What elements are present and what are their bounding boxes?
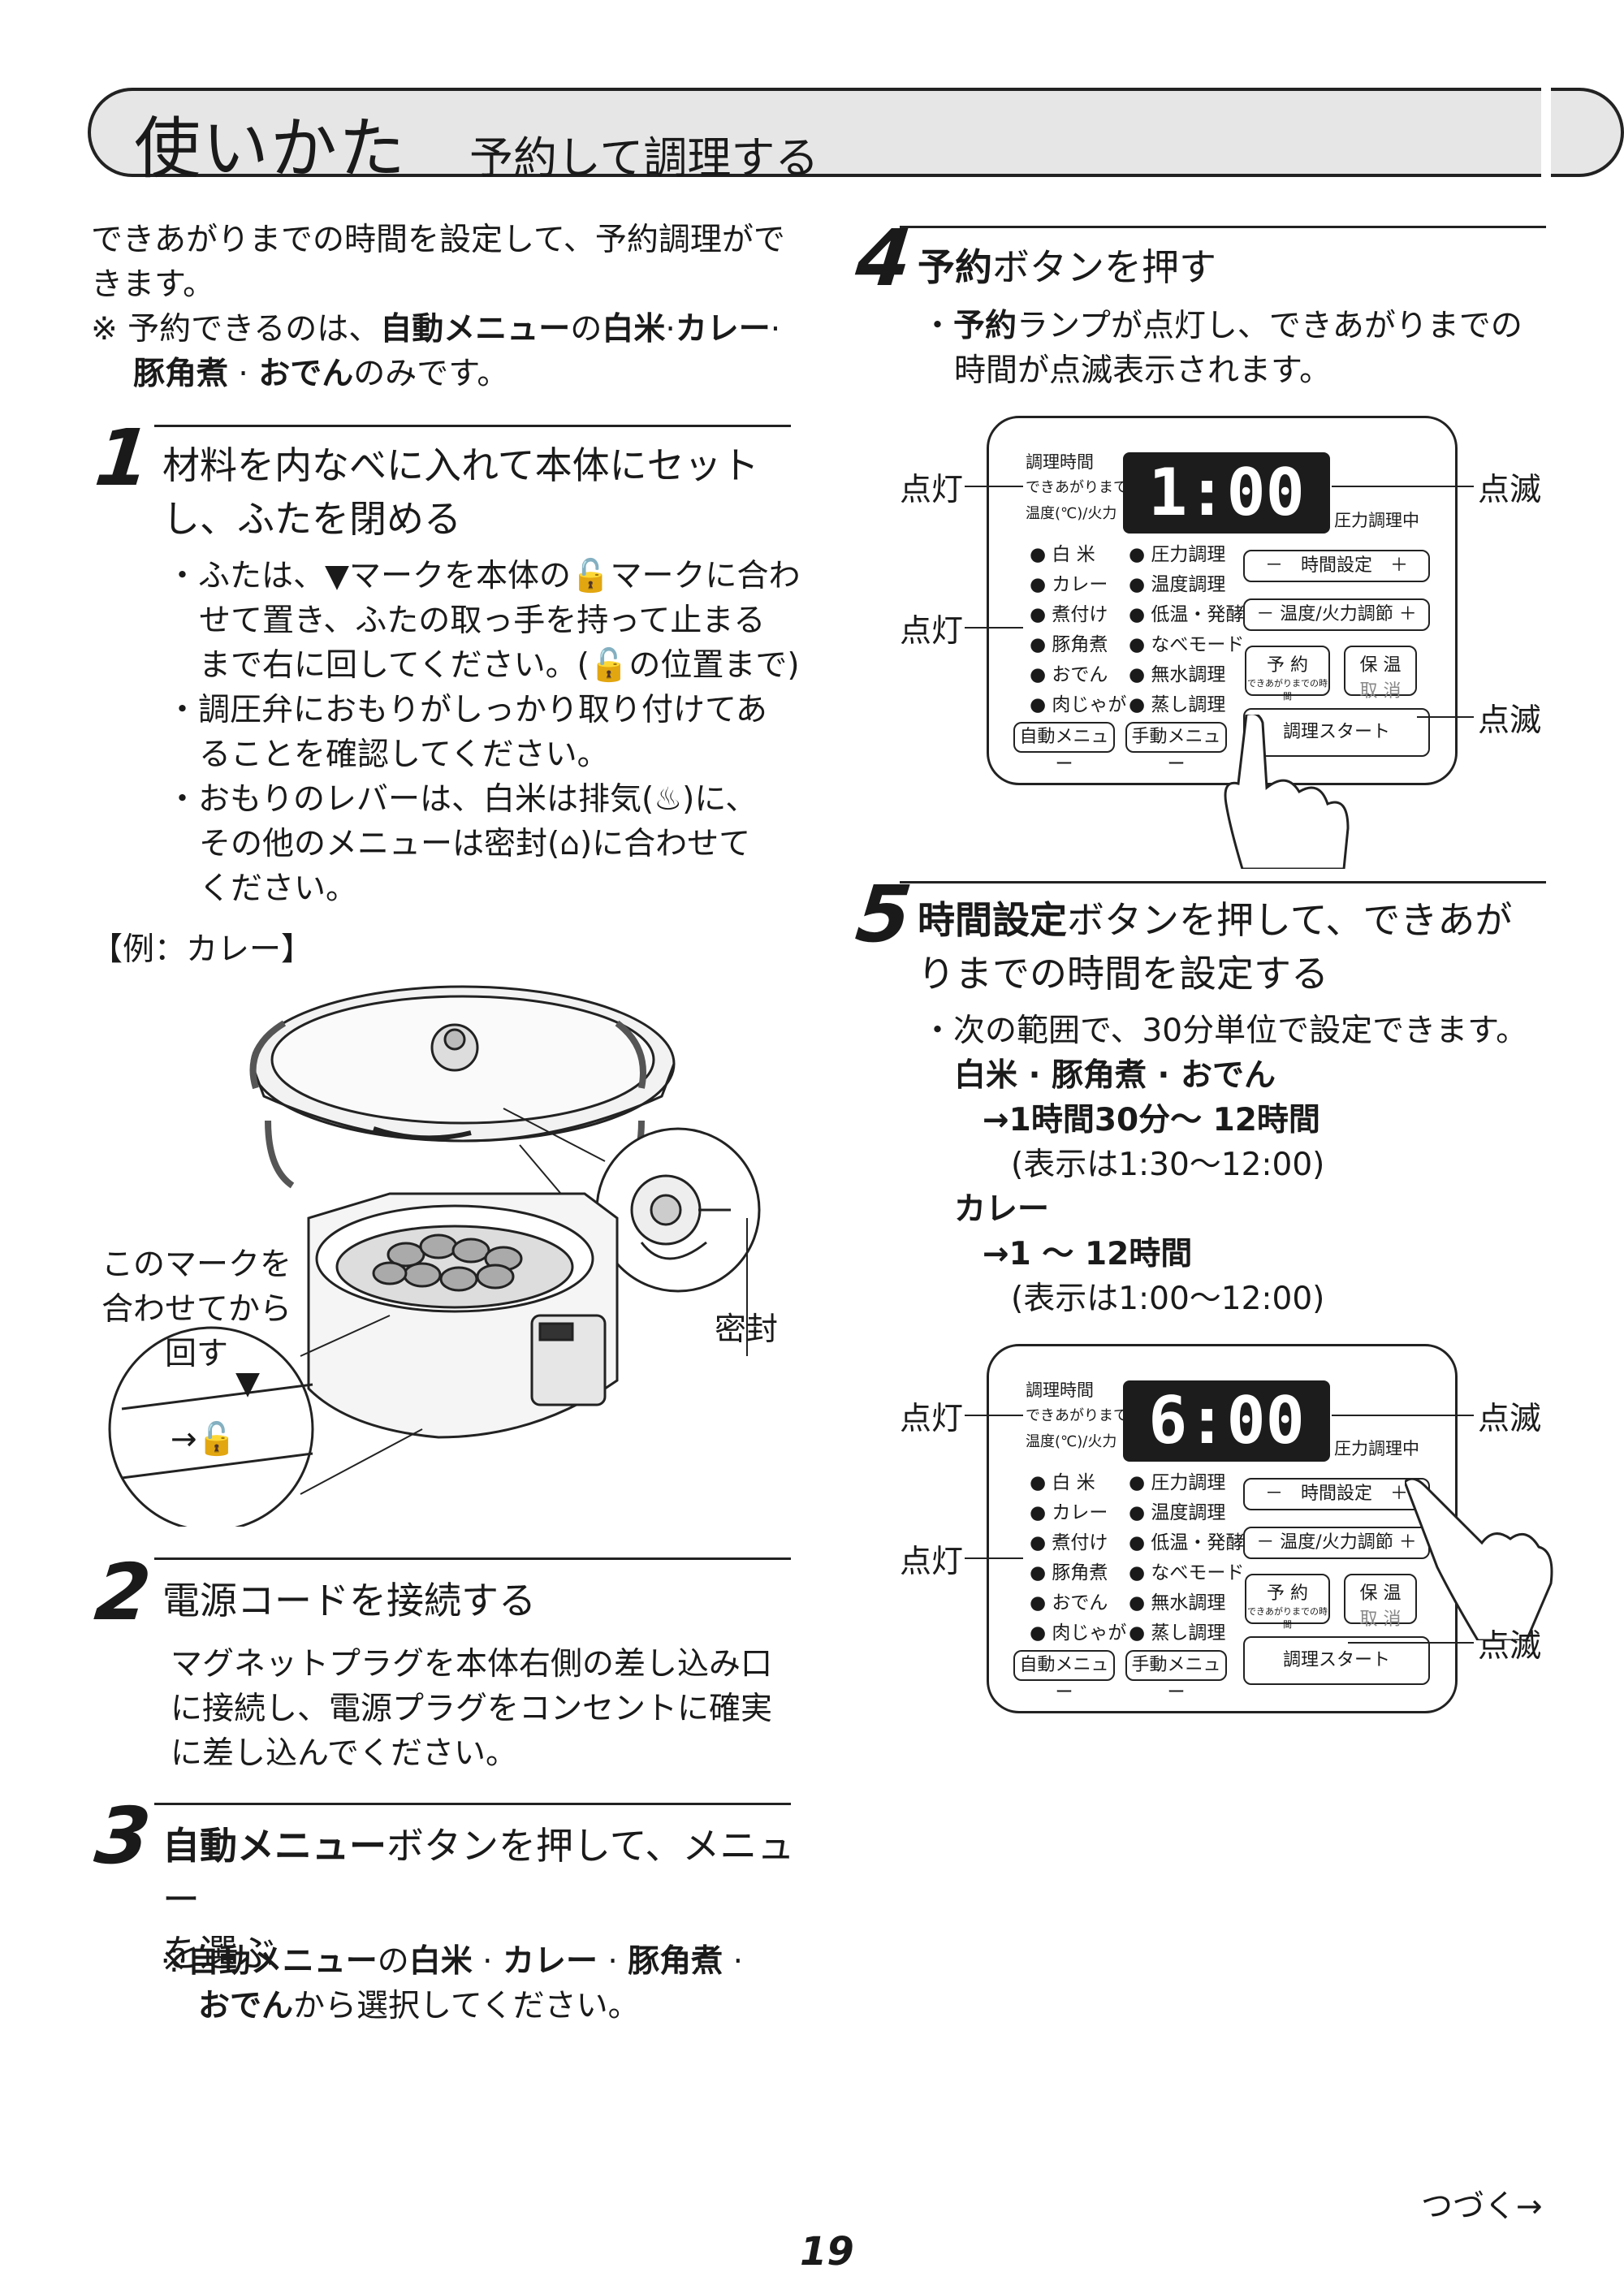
control-panel-reserve: 調理時間 できあがりまで 温度(℃)/火力 1:00 圧力調理中 ● 白 米● …: [987, 416, 1458, 785]
callout-line: [1348, 1642, 1474, 1644]
manual-menu-button[interactable]: 手動メニュー: [1125, 1650, 1227, 1703]
lit-callout-1: 点灯: [900, 1401, 964, 1437]
step1-bullets: ・ふたは、▼マークを本体の🔓マークに合わ せて置き、ふたの取っ手を持って止まる …: [166, 558, 801, 907]
step5-number: 5: [852, 869, 916, 960]
mark-callout: このマークを合わせてから回す: [101, 1246, 292, 1372]
start-button[interactable]: 調理スタート: [1243, 1636, 1430, 1685]
reserve-button[interactable]: 予 約できあがりまでの時間: [1245, 1574, 1330, 1630]
auto-menu-list: ● 白 米● カレー● 煮付け ● 豚角煮● おでん● 肉じゃが: [1030, 1472, 1127, 1644]
lit-callout-2: 点灯: [900, 1544, 964, 1580]
step4-number: 4: [852, 213, 916, 304]
lit-callout-2: 点灯: [900, 613, 964, 650]
manual-menu-list: ● 圧力調理● 温度調理● 低温・発酵 ● なべモード● 無水調理● 蒸し調理: [1129, 1472, 1245, 1644]
step5-title: 時間設定ボタンを押して、できあが りまでの時間を設定する: [918, 898, 1513, 996]
callout-line: [965, 486, 1023, 487]
callout-line: [1417, 716, 1474, 718]
temp-adjust-button[interactable]: － 温度/火力調節 ＋: [1243, 1527, 1430, 1559]
page-header-bar: [88, 88, 1541, 177]
indicator-until-done: できあがりまで: [1026, 479, 1128, 496]
step1-number: 1: [91, 413, 155, 503]
indicator-cook-time: 調理時間: [1026, 452, 1094, 472]
control-panel-time-setting: 調理時間 できあがりまで 温度(℃)/火力 6:00 圧力調理中 ● 白 米● …: [987, 1344, 1458, 1713]
step4-rule: [900, 226, 1546, 228]
indicator-temp: 温度(℃)/火力: [1026, 505, 1117, 522]
step2-title: 電源コードを接続する: [162, 1579, 536, 1622]
temp-adjust-button[interactable]: － 温度/火力調節 ＋: [1243, 598, 1430, 631]
step2-rule: [154, 1557, 791, 1560]
time-setting-button[interactable]: － 時間設定 ＋: [1243, 550, 1430, 582]
blink-callout-2: 点滅: [1478, 1628, 1542, 1665]
step5-rule: [900, 881, 1546, 883]
example-label: 【例：カレー】: [91, 931, 313, 968]
page-title: 使いかた: [134, 110, 408, 188]
pressure-indicator: 圧力調理中: [1334, 511, 1419, 530]
intro-text: できあがりまでの時間を設定して、予約調理がで きます。 ※ 予約できるのは、自動…: [91, 222, 785, 392]
page-subtitle: 予約して調理する: [469, 132, 819, 184]
blink-callout-1: 点滅: [1478, 472, 1542, 508]
step4-body: ・予約ランプが点灯し、できあがりまでの 時間が点滅表示されます。: [922, 308, 1522, 389]
pressure-indicator: 圧力調理中: [1334, 1439, 1419, 1458]
seal-callout: 密封: [715, 1311, 779, 1348]
auto-menu-button[interactable]: 自動メニュー: [1013, 1650, 1115, 1703]
unlock-mark: →🔓: [171, 1421, 237, 1458]
lcd-display: 6:00: [1123, 1380, 1330, 1462]
page-number: 19: [800, 2229, 854, 2275]
step5-body: ・次の範囲で、30分単位で設定できます。 白米 · 豚角煮 · おでん →1時間…: [922, 1013, 1528, 1317]
callout-line: [1332, 486, 1474, 487]
lcd-display: 1:00: [1123, 452, 1330, 534]
callout-line: [965, 627, 1023, 629]
continue-note: つづく→: [1421, 2188, 1543, 2225]
step2-number: 2: [91, 1547, 155, 1638]
page-header-cap: [1551, 88, 1624, 177]
blink-callout-1: 点滅: [1478, 1401, 1542, 1437]
finger-icon: [1405, 1478, 1553, 1640]
step3-number: 3: [91, 1791, 155, 1881]
manual-menu-list: ● 圧力調理● 温度調理● 低温・発酵 ● なべモード● 無水調理● 蒸し調理: [1129, 544, 1245, 715]
manual-menu-button[interactable]: 手動メニュー: [1125, 722, 1227, 775]
callout-line: [965, 1415, 1023, 1416]
time-setting-button[interactable]: － 時間設定 ＋: [1243, 1478, 1430, 1510]
pressure-cooker-illustration: [108, 985, 761, 1527]
blink-callout-2: 点滅: [1478, 702, 1542, 739]
lit-callout-1: 点灯: [900, 472, 964, 508]
step2-body: マグネットプラグを本体右側の差し込み口に接続し、電源プラグをコンセントに確実に差…: [171, 1646, 773, 1772]
indicator-cook-time: 調理時間: [1026, 1380, 1094, 1400]
auto-menu-button[interactable]: 自動メニュー: [1013, 722, 1115, 775]
keep-warm-button[interactable]: 保 温取 消: [1344, 646, 1417, 702]
step4-title: 予約ボタンを押す: [918, 245, 1216, 289]
step3-note: ※自動メニューの白米 · カレー · 豚角煮 · おでんから選択してください。: [161, 1943, 743, 2024]
triangle-mark: ▼: [235, 1365, 260, 1402]
reserve-button[interactable]: 予 約できあがりまでの時間: [1245, 646, 1330, 702]
indicator-temp: 温度(℃)/火力: [1026, 1433, 1117, 1450]
auto-menu-list: ● 白 米● カレー● 煮付け ● 豚角煮● おでん● 肉じゃが: [1030, 544, 1127, 715]
finger-icon: [1224, 715, 1350, 869]
keep-warm-button[interactable]: 保 温取 消: [1344, 1574, 1417, 1630]
step1-rule: [154, 425, 791, 427]
indicator-until-done: できあがりまで: [1026, 1407, 1128, 1424]
step3-title: 自動メニューボタンを押して、メニュー を選ぶ: [162, 1824, 795, 1975]
step3-rule: [154, 1803, 791, 1805]
callout-line: [1332, 1415, 1474, 1416]
callout-line: [965, 1557, 1023, 1559]
step1-title: 材料を内なべに入れて本体にセットし、ふたを閉める: [162, 443, 759, 541]
